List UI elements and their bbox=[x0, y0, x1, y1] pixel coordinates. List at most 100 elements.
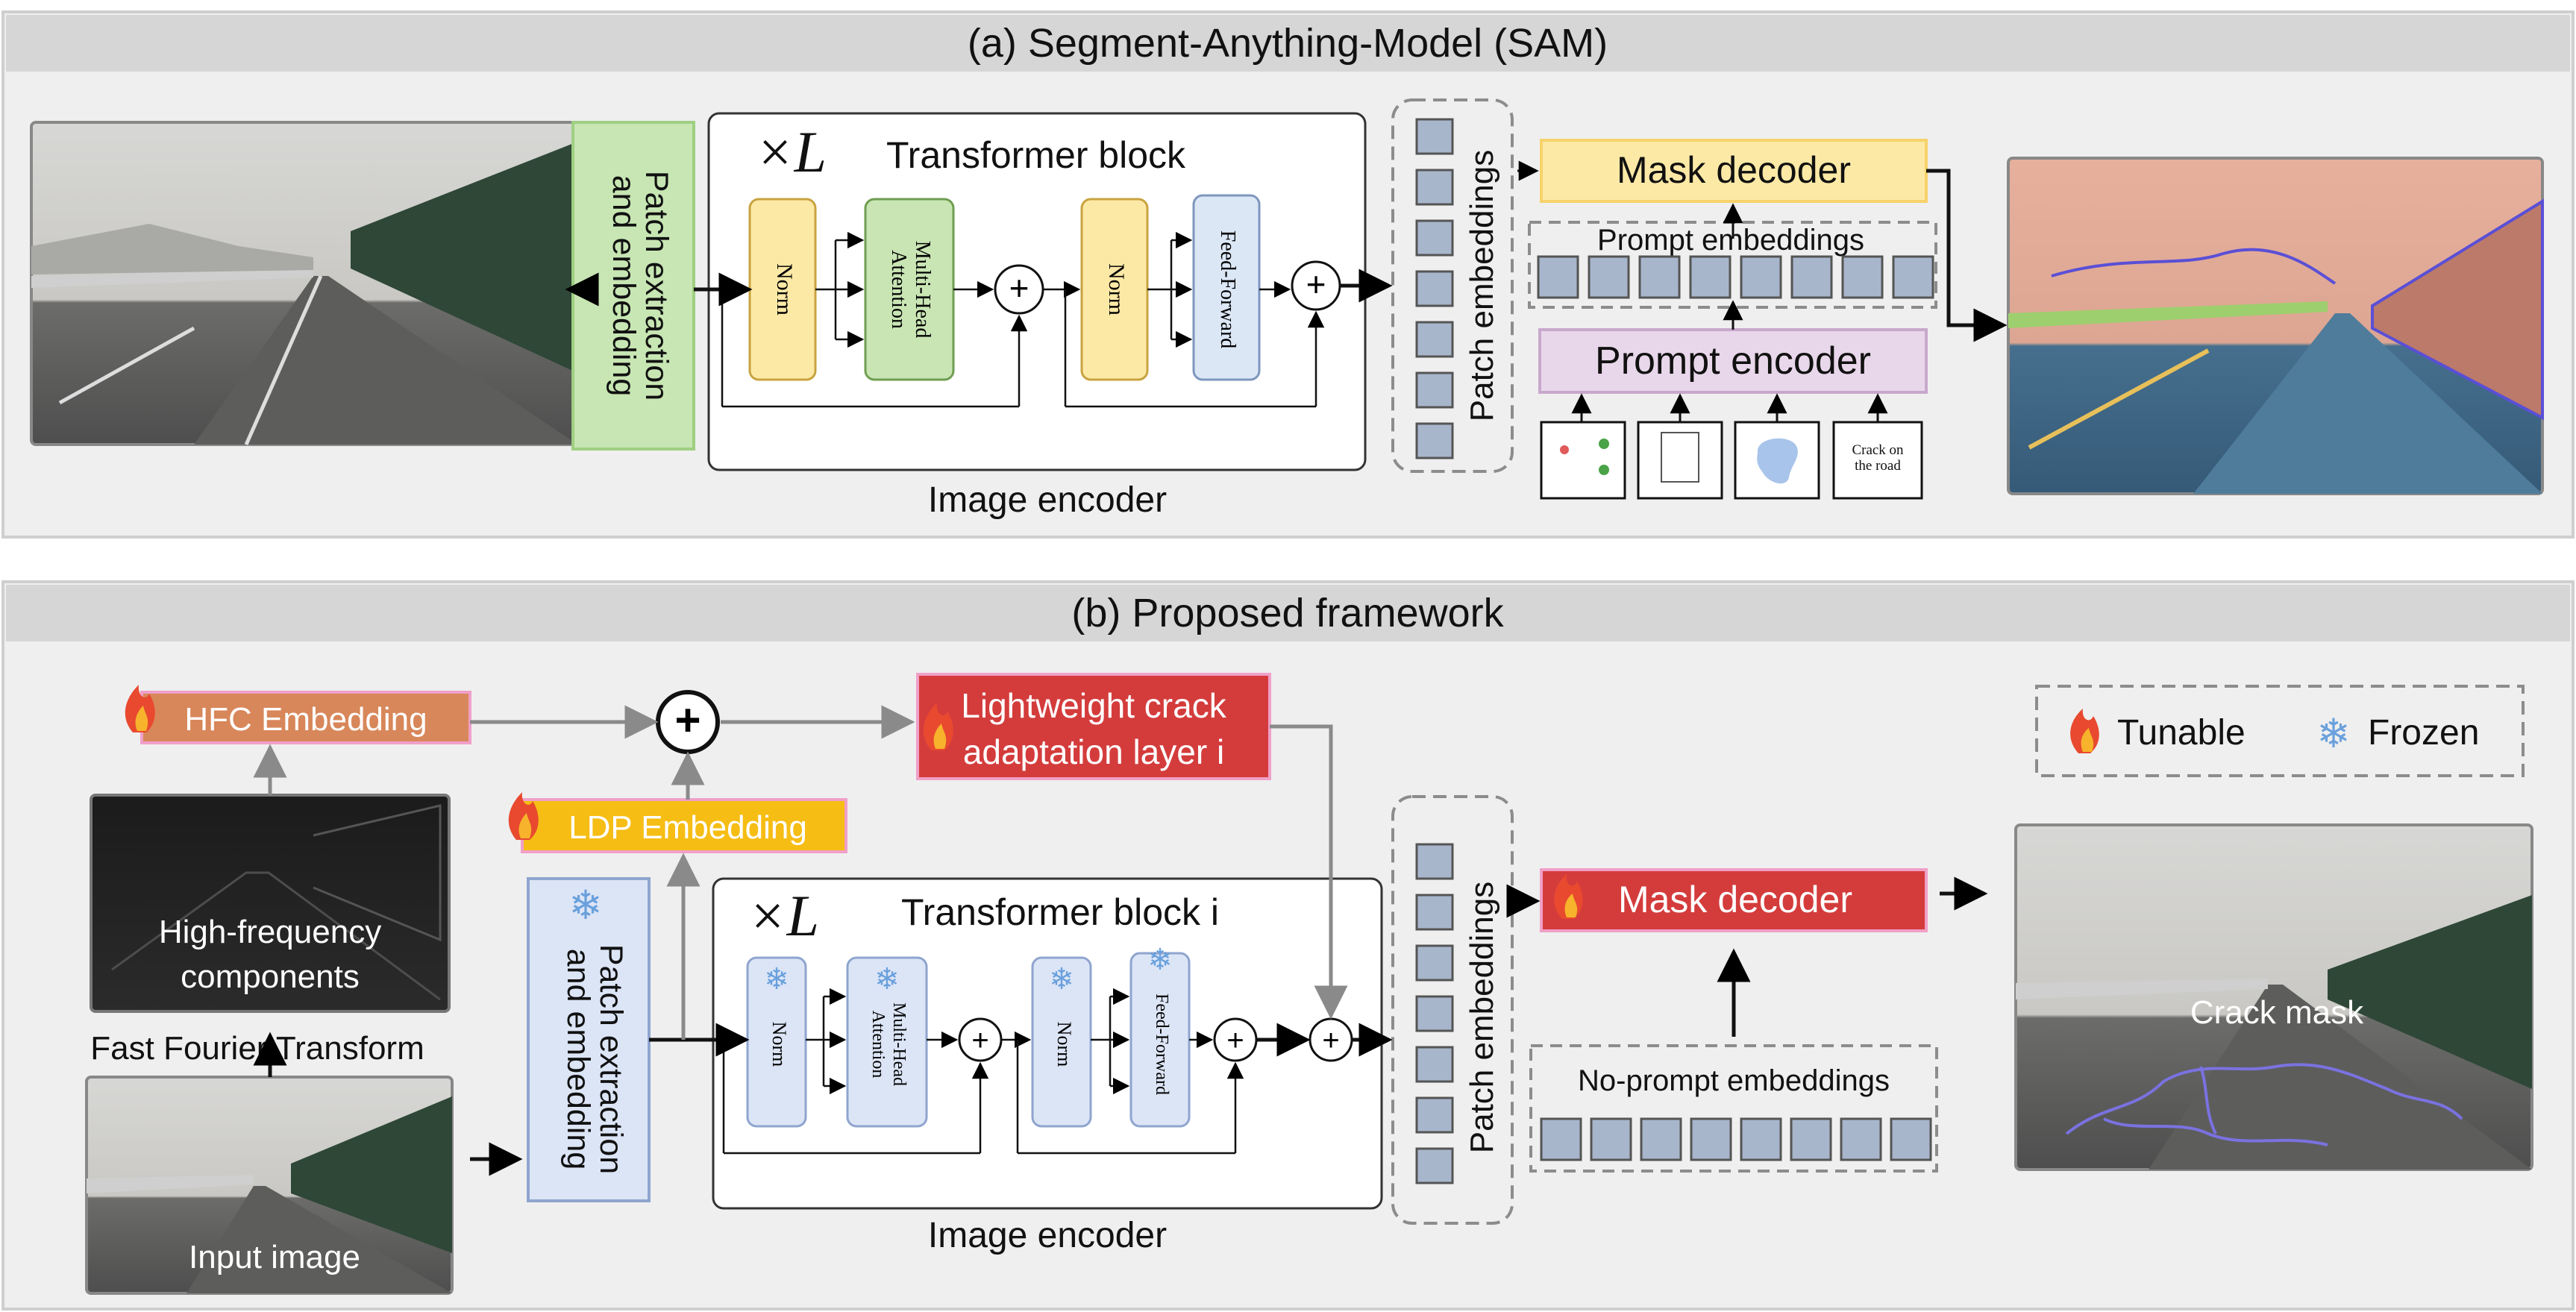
decoder-a-arrows bbox=[1517, 160, 1888, 422]
patch-extraction-block-b: ❄ Patch extraction and embedding bbox=[527, 877, 651, 1202]
add-node-adapter-label: + bbox=[1322, 1024, 1339, 1057]
no-prompt-label: No-prompt embeddings bbox=[1578, 1064, 1890, 1097]
image-encoder-label-a: Image encoder bbox=[928, 480, 1167, 520]
add-node-b2-label: + bbox=[1226, 1024, 1244, 1057]
mha-block-b bbox=[846, 956, 928, 1128]
ff-label-b: Feed-Forward bbox=[1152, 994, 1171, 1095]
norm-label-a2: Norm bbox=[1104, 263, 1129, 316]
mha-label-b2: Attention bbox=[868, 1011, 888, 1079]
panel-b-header bbox=[6, 585, 2570, 641]
prompt-encoder-label: Prompt encoder bbox=[1595, 339, 1871, 383]
snowflake-icon-ff-b: ❄ bbox=[1147, 944, 1173, 976]
flame-icon-legend bbox=[2070, 709, 2099, 753]
image-encoder-label-b: Image encoder bbox=[928, 1216, 1167, 1255]
snowflake-icon-legend: ❄ bbox=[2316, 712, 2350, 756]
flame-icon-ldp bbox=[508, 792, 539, 840]
ldp-embedding-block: LDP Embedding bbox=[508, 792, 847, 853]
prompt-embeddings-label: Prompt embeddings bbox=[1597, 224, 1864, 257]
panel-b-title: (b) Proposed framework bbox=[1071, 591, 1504, 635]
flame-icon-decoder bbox=[1554, 874, 1583, 919]
ff-block-a bbox=[1192, 194, 1261, 381]
segmentation-output-a bbox=[2007, 157, 2544, 495]
input-image-b: Input image bbox=[85, 1076, 454, 1295]
norm-label-a1: Norm bbox=[772, 263, 797, 316]
patch-block-b-line2: and embedding bbox=[560, 949, 596, 1170]
high-frequency-image: High-frequency components bbox=[90, 794, 451, 1013]
patch-block-b-line1: Patch extraction bbox=[593, 944, 629, 1174]
high-freq-label-1: High-frequency bbox=[159, 914, 381, 950]
flame-icon-hfc bbox=[125, 685, 155, 732]
add-node-a2-label: + bbox=[1306, 265, 1326, 304]
image-encoder-a: ×L Transformer block Norm Multi-Head Att… bbox=[707, 112, 1367, 520]
no-prompt-token-row bbox=[1540, 1117, 1932, 1161]
mask-decoder-label-b: Mask decoder bbox=[1618, 879, 1852, 920]
crack-mask-label: Crack mask bbox=[2190, 994, 2364, 1031]
mask-decoder-a bbox=[1540, 139, 1928, 203]
snowflake-icon-norm-b1: ❄ bbox=[764, 963, 789, 996]
image-encoder-b: ×L Transformer block i ❄ Norm ❄ Multi-He… bbox=[712, 877, 1383, 1255]
road-photo-input-a bbox=[30, 121, 579, 446]
patch-embeddings-a: Patch embeddings bbox=[1391, 98, 1514, 473]
panel-a-title: (a) Segment-Anything-Model (SAM) bbox=[968, 21, 1608, 66]
flow-arrows-b-gray bbox=[253, 705, 1348, 1057]
transformer-title-a: Transformer block bbox=[886, 134, 1186, 176]
hfc-embedding-label: HFC Embedding bbox=[184, 701, 427, 738]
ldp-embedding-label: LDP Embedding bbox=[568, 809, 807, 846]
crack-mask-output: Crack mask bbox=[2014, 823, 2533, 1171]
times-l-a: ×L bbox=[755, 119, 827, 184]
patch-embeddings-label-a: Patch embeddings bbox=[1464, 150, 1500, 421]
patch-token-column-b bbox=[1415, 843, 1454, 1184]
mask-decoder-b: Mask decoder bbox=[1540, 868, 1928, 932]
panel-a-header bbox=[6, 15, 2570, 72]
prompt-input-points bbox=[1540, 421, 1626, 500]
mha-label-a2: Attention bbox=[887, 250, 910, 329]
prompt-input-box bbox=[1637, 421, 1723, 500]
prompt-token-row bbox=[1537, 255, 1934, 299]
flame-icon-adapter bbox=[923, 703, 953, 750]
patch-block-a-line2: and embedding bbox=[606, 175, 642, 396]
legend: Tunable ❄ Frozen bbox=[2035, 685, 2525, 777]
fft-label: Fast Fourier Transform bbox=[90, 1030, 424, 1067]
high-freq-label-2: components bbox=[181, 958, 360, 995]
text-prompt-line1: Crack on bbox=[1852, 442, 1904, 458]
snowflake-icon-mha-b: ❄ bbox=[874, 963, 900, 996]
encoder-a-connections bbox=[709, 231, 1325, 408]
text-prompt-line2: the road bbox=[1855, 458, 1901, 474]
legend-frozen-label: Frozen bbox=[2368, 713, 2479, 753]
patch-block-a-line1: Patch extraction bbox=[639, 171, 674, 401]
add-node-b1-label: + bbox=[971, 1024, 988, 1057]
ff-label-a: Feed-Forward bbox=[1216, 230, 1239, 349]
patch-embeddings-b: Patch embeddings bbox=[1391, 795, 1514, 1225]
adaptation-layer-block: Lightweight crack adaptation layer i bbox=[916, 673, 1271, 780]
prompt-input-mask bbox=[1734, 421, 1820, 500]
transformer-title-b: Transformer block i bbox=[901, 891, 1219, 933]
patch-embeddings-label-b: Patch embeddings bbox=[1464, 882, 1500, 1153]
patch-token-column-a bbox=[1415, 118, 1454, 459]
times-l-b: ×L bbox=[748, 883, 819, 948]
snowflake-icon-patch: ❄ bbox=[568, 883, 602, 928]
panel-a: (a) Segment-Anything-Model (SAM) Patch e… bbox=[1, 10, 2575, 539]
decoder-section-a: Mask decoder Prompt embeddings Prompt en… bbox=[1517, 139, 1937, 500]
flow-arrows-b bbox=[253, 876, 1988, 1176]
mask-decoder-label-a: Mask decoder bbox=[1617, 149, 1851, 191]
flow-arrows-a bbox=[565, 169, 2008, 342]
norm-label-b2: Norm bbox=[1053, 1022, 1075, 1067]
prompt-input-text: Crack on the road bbox=[1832, 421, 1923, 500]
input-image-label: Input image bbox=[189, 1239, 360, 1275]
hfc-embedding-block: HFC Embedding bbox=[125, 685, 471, 744]
adapter-label-2: adaptation layer i bbox=[963, 732, 1224, 771]
patch-extraction-block-a: Patch extraction and embedding bbox=[571, 121, 695, 451]
snowflake-icon-norm-b2: ❄ bbox=[1049, 963, 1074, 996]
mha-label-b1: Multi-Head bbox=[889, 1002, 909, 1086]
norm-block-b2 bbox=[1031, 956, 1092, 1128]
encoder-b-connections bbox=[713, 988, 1244, 1155]
mha-label-a1: Multi-Head bbox=[911, 241, 934, 339]
panel-b: (b) Proposed framework HFC Embedding Hig… bbox=[1, 580, 2575, 1311]
norm-label-b1: Norm bbox=[768, 1022, 790, 1067]
add-node-hfc-ldp-label: + bbox=[674, 695, 701, 745]
no-prompt-embeddings: No-prompt embeddings bbox=[1529, 1044, 1938, 1173]
add-node-a1-label: + bbox=[1009, 269, 1030, 307]
legend-tunable-label: Tunable bbox=[2117, 713, 2246, 753]
adapter-label-1: Lightweight crack bbox=[961, 686, 1226, 725]
